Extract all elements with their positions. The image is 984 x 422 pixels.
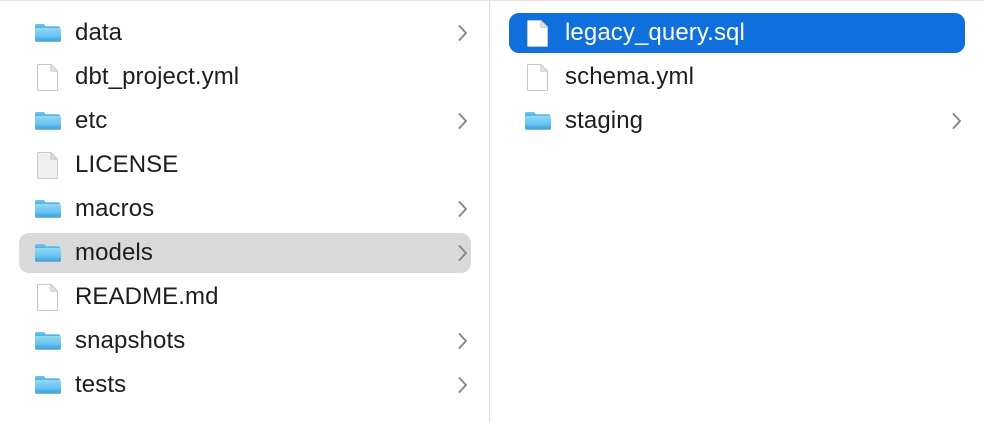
finder-column-parent-column[interactable]: data dbt_project.yml etc LICENSE [0,1,490,422]
file-name-label: staging [565,107,644,134]
chevron-right-icon[interactable] [455,329,471,353]
document-icon [33,62,63,92]
chevron-right-icon[interactable] [455,241,471,265]
row-content: dbt_project.yml [19,62,471,92]
file-row[interactable]: etc [0,99,489,143]
document-icon [523,18,553,48]
chevron-right-icon[interactable] [455,21,471,45]
file-name-label: snapshots [75,327,186,354]
finder-column-child-column[interactable]: legacy_query.sql schema.yml staging [490,1,983,422]
file-row[interactable]: schema.yml [490,55,983,99]
file-name-label: macros [75,195,155,222]
chevron-right-icon[interactable] [455,373,471,397]
row-content: snapshots [19,326,471,356]
folder-icon [33,18,63,48]
file-name-label: schema.yml [565,63,695,90]
row-content: etc [19,106,471,136]
file-row[interactable]: dbt_project.yml [0,55,489,99]
row-content: LICENSE [19,150,471,180]
folder-icon [33,194,63,224]
row-content: macros [19,194,471,224]
file-row[interactable]: macros [0,187,489,231]
file-name-label: models [75,239,153,266]
file-row[interactable]: tests [0,363,489,407]
file-row[interactable]: staging [490,99,983,143]
file-name-label: legacy_query.sql [565,19,745,46]
document-icon [33,282,63,312]
row-selection-highlight [19,233,471,273]
folder-icon [33,370,63,400]
row-content: README.md [19,282,471,312]
folder-icon [33,106,63,136]
file-name-label: README.md [75,283,219,310]
row-content: schema.yml [509,62,965,92]
file-row[interactable]: snapshots [0,319,489,363]
document-icon [523,62,553,92]
file-name-label: tests [75,371,127,398]
file-name-label: etc [75,107,108,134]
file-row[interactable]: data [0,11,489,55]
folder-icon [523,106,553,136]
file-row[interactable]: models [0,231,489,275]
row-content: staging [509,106,965,136]
row-content: models [19,238,471,268]
file-name-label: LICENSE [75,151,179,178]
file-row[interactable]: legacy_query.sql [490,11,983,55]
row-content: tests [19,370,471,400]
file-name-label: dbt_project.yml [75,63,240,90]
row-content: legacy_query.sql [509,18,965,48]
chevron-right-icon[interactable] [455,109,471,133]
file-row[interactable]: README.md [0,275,489,319]
generic-document-icon [33,150,63,180]
file-row[interactable]: LICENSE [0,143,489,187]
folder-icon [33,238,63,268]
folder-icon [33,326,63,356]
row-selection-highlight [509,13,965,53]
chevron-right-icon[interactable] [949,109,965,133]
row-content: data [19,18,471,48]
chevron-right-icon[interactable] [455,197,471,221]
file-name-label: data [75,19,123,46]
